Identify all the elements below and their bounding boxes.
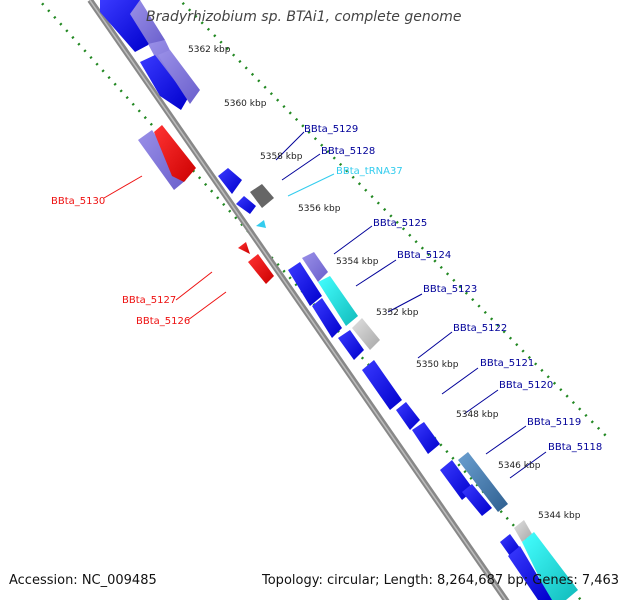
gene-arrow-dark[interactable] xyxy=(250,184,274,208)
gene-label-bbta-trna37[interactable]: BBta_tRNA37 xyxy=(336,166,403,177)
trna-arrow[interactable] xyxy=(256,220,266,228)
kbp-tick-5348: 5348 kbp xyxy=(456,410,499,420)
kbp-tick-5358: 5358 kbp xyxy=(260,152,303,162)
gene-label-bbta-5119[interactable]: BBta_5119 xyxy=(527,417,581,428)
kbp-ticks: 5362 kbp 5360 kbp 5358 kbp 5356 kbp 5354… xyxy=(188,45,581,521)
gene-arrow[interactable] xyxy=(396,402,420,430)
gene-arrow-cyan[interactable] xyxy=(318,276,358,326)
kbp-tick-5352: 5352 kbp xyxy=(376,308,419,318)
gene-arrow[interactable] xyxy=(412,422,440,454)
gene-arrow-grey[interactable] xyxy=(352,318,380,350)
gene-label-bbta-5129[interactable]: BBta_5129 xyxy=(304,124,358,135)
gene-arrow[interactable] xyxy=(312,298,342,338)
gene-arrow[interactable] xyxy=(140,55,188,110)
gene-arrow[interactable] xyxy=(338,330,364,360)
genome-map: 5362 kbp 5360 kbp 5358 kbp 5356 kbp 5354… xyxy=(37,0,611,600)
gene-label-bbta-5120[interactable]: BBta_5120 xyxy=(499,380,553,391)
gene-label-bbta-5121[interactable]: BBta_5121 xyxy=(480,358,534,369)
genome-backbone-highlight xyxy=(88,0,507,600)
kbp-tick-5350: 5350 kbp xyxy=(416,360,459,370)
kbp-tick-5356: 5356 kbp xyxy=(298,204,341,214)
gene-arrow-steel[interactable] xyxy=(458,452,508,512)
gene-label-bbta-5130[interactable]: BBta_5130 xyxy=(51,196,105,207)
gene-arrow[interactable] xyxy=(158,50,200,104)
kbp-tick-5346: 5346 kbp xyxy=(498,461,541,471)
gene-arrow-red[interactable] xyxy=(238,242,250,254)
gene-label-bbta-5128[interactable]: BBta_5128 xyxy=(321,146,375,157)
gene-label-bbta-5127[interactable]: BBta_5127 xyxy=(122,295,176,306)
gene-label-bbta-5123[interactable]: BBta_5123 xyxy=(423,284,477,295)
gene-arrow-grey[interactable] xyxy=(514,520,532,542)
accession-text: Accession: NC_009485 xyxy=(9,573,157,588)
kbp-tick-5344: 5344 kbp xyxy=(538,511,581,521)
gene-arrow[interactable] xyxy=(302,252,328,282)
gene-arrow[interactable] xyxy=(508,546,552,600)
gene-arrow[interactable] xyxy=(462,484,492,516)
gene-arrow[interactable] xyxy=(288,262,322,306)
gene-label-bbta-5126[interactable]: BBta_5126 xyxy=(136,316,190,327)
kbp-tick-5354: 5354 kbp xyxy=(336,257,379,267)
gene-label-bbta-5125[interactable]: BBta_5125 xyxy=(373,218,427,229)
gene-arrow-red[interactable] xyxy=(248,254,274,284)
genome-title: Bradyrhizobium sp. BTAi1, complete genom… xyxy=(146,9,462,25)
topology-text: Topology: circular; Length: 8,264,687 bp… xyxy=(262,573,619,588)
gene-arrow[interactable] xyxy=(236,196,256,214)
gene-label-bbta-5122[interactable]: BBta_5122 xyxy=(453,323,507,334)
gene-arrow[interactable] xyxy=(218,168,242,194)
gene-arrow[interactable] xyxy=(130,0,165,46)
kbp-tick-5362: 5362 kbp xyxy=(188,45,231,55)
gene-label-bbta-5124[interactable]: BBta_5124 xyxy=(397,250,451,261)
gene-arrow-cyan[interactable] xyxy=(522,532,578,600)
gene-arrow-red[interactable] xyxy=(154,125,196,182)
label-leaders xyxy=(103,131,547,479)
gene-arrow[interactable] xyxy=(362,360,402,410)
gene-labels: BBta_5129 BBta_5128 BBta_tRNA37 BBta_512… xyxy=(51,124,602,453)
kbp-tick-5360: 5360 kbp xyxy=(224,99,267,109)
gene-label-bbta-5118[interactable]: BBta_5118 xyxy=(548,442,602,453)
